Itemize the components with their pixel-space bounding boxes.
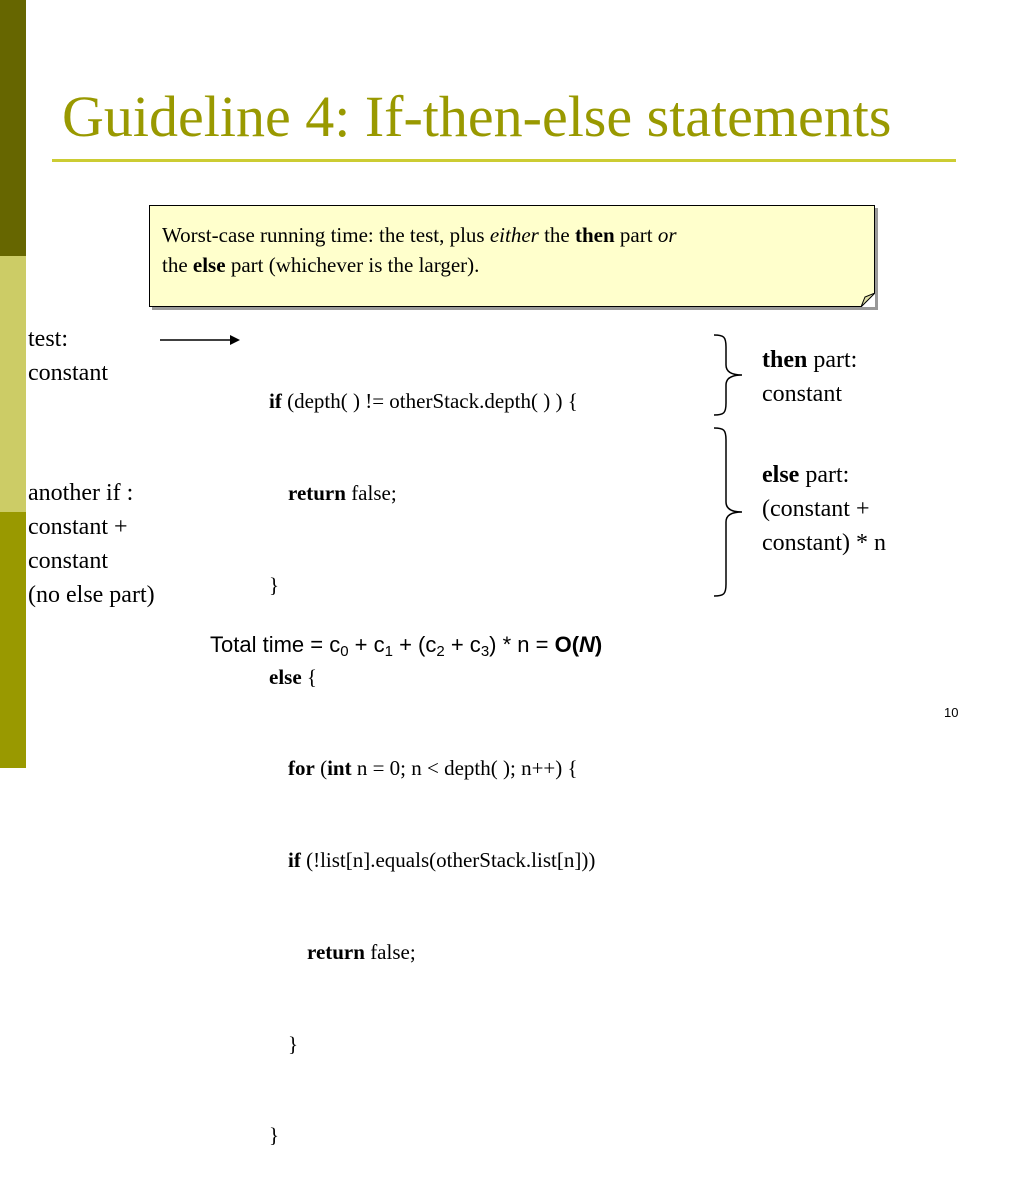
big-o-close: ) <box>594 632 603 657</box>
formula-text: Total time = c <box>210 632 341 657</box>
code-text: } <box>269 1123 280 1148</box>
code-text: } <box>288 1031 299 1056</box>
code-line: return false; <box>269 478 595 509</box>
code-keyword: return <box>307 939 365 964</box>
big-o: O(N) <box>555 632 603 657</box>
another-label-line: constant + <box>28 514 128 540</box>
note-text: part (whichever is the larger). <box>225 253 480 277</box>
note-text: part <box>614 223 658 247</box>
big-o-open: O( <box>554 632 580 657</box>
note-text: the <box>538 223 575 247</box>
code-text: } <box>269 572 280 597</box>
code-line: if (depth( ) != otherStack.depth( ) ) { <box>269 386 595 417</box>
code-keyword: return <box>288 480 346 505</box>
then-text: part: <box>807 347 858 373</box>
formula-text: + c <box>444 632 481 657</box>
note-or: or <box>657 223 677 247</box>
else-keyword: else <box>762 462 800 488</box>
code-text: false; <box>364 939 416 964</box>
code-line: } <box>269 1120 595 1151</box>
code-text: ( <box>314 756 328 781</box>
test-label-line: constant <box>28 360 108 386</box>
then-label-line: constant <box>762 381 842 407</box>
code-text: false; <box>345 480 397 505</box>
formula-subscript: 0 <box>340 643 349 660</box>
code-line: } <box>269 1029 595 1060</box>
code-line: for (int n = 0; n < depth( ); n++) { <box>269 753 595 784</box>
side-bar-olive <box>0 512 26 768</box>
side-bar-light <box>0 256 26 512</box>
formula-text: + c <box>348 632 385 657</box>
total-time-formula: Total time = c0 + c1 + (c2 + c3) * n = O… <box>210 630 602 660</box>
code-text: { <box>301 664 317 689</box>
side-bar-dark <box>0 0 26 256</box>
code-text: (!list[n].equals(otherStack.list[n])) <box>300 848 596 873</box>
note-text: Worst-case running time: the test, plus <box>162 223 490 247</box>
curly-brace-icon <box>713 334 743 416</box>
another-label-line: constant <box>28 548 108 574</box>
note-either: either <box>489 223 539 247</box>
note-line-1: Worst-case running time: the test, plus … <box>162 220 862 250</box>
then-keyword: then <box>762 347 808 373</box>
formula-subscript: 3 <box>480 643 490 660</box>
note-line-2: the else part (whichever is the larger). <box>162 250 862 280</box>
code-keyword: else <box>269 664 302 689</box>
code-keyword: int <box>327 756 352 781</box>
code-text: n = 0; n < depth( ); n++) { <box>351 756 578 781</box>
code-line: else { <box>269 662 595 693</box>
formula-text: + (c <box>392 632 437 657</box>
code-block: if (depth( ) != otherStack.depth( ) ) { … <box>269 325 595 1182</box>
then-annotation: then part: constant <box>762 343 857 411</box>
code-keyword: for <box>288 756 315 781</box>
note-then: then <box>574 223 615 247</box>
page-number: 10 <box>944 705 959 720</box>
note-text: the <box>162 253 193 277</box>
else-annotation: else part: (constant + constant) * n <box>762 458 886 560</box>
page-fold-icon <box>861 293 875 307</box>
formula-subscript: 1 <box>384 643 393 660</box>
else-text: part: <box>799 462 850 488</box>
code-text: (depth( ) != otherStack.depth( ) ) { <box>281 389 578 414</box>
right-arrow-icon <box>160 335 240 345</box>
code-line: } <box>269 570 595 601</box>
else-label-line: else part: <box>762 458 886 492</box>
another-label-line: (no else part) <box>28 582 155 608</box>
else-label-line: constant) * n <box>762 530 886 556</box>
curly-brace-icon <box>713 427 743 597</box>
formula-subscript: 2 <box>436 643 445 660</box>
formula-text: ) * n = <box>489 632 555 657</box>
code-keyword: if <box>288 848 301 873</box>
title-underline <box>52 159 956 162</box>
another-label-line: another if : <box>28 480 134 506</box>
code-line: return false; <box>269 937 595 968</box>
test-annotation: test: constant <box>28 322 108 390</box>
else-label-line: (constant + <box>762 496 870 522</box>
code-line: if (!list[n].equals(otherStack.list[n])) <box>269 845 595 876</box>
note-box: Worst-case running time: the test, plus … <box>149 205 875 307</box>
big-o-n: N <box>579 632 595 657</box>
test-label-line: test: <box>28 326 68 352</box>
note-else: else <box>192 253 226 277</box>
then-label-line: then part: <box>762 343 857 377</box>
code-keyword: if <box>269 389 282 414</box>
another-if-annotation: another if : constant + constant (no els… <box>28 476 155 612</box>
slide-title: Guideline 4: If-then-else statements <box>62 84 892 149</box>
